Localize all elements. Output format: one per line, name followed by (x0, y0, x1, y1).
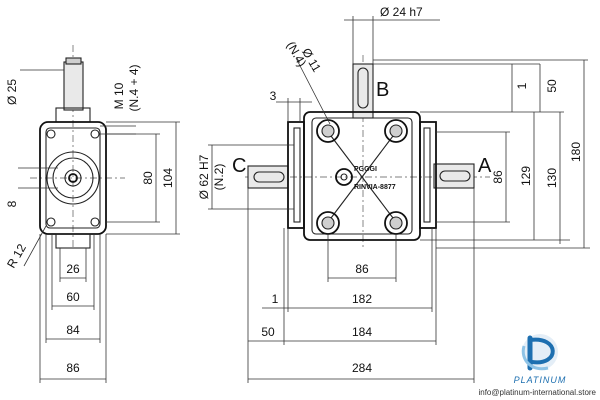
side-view: Ø 25 M 10 (N.4 + 4) 80 104 8 R 12 (4, 45, 180, 383)
nameplate-model: RINVIA-8877 (354, 184, 396, 191)
dim-shaft-dia-24h7: Ø 24 h7 (380, 5, 423, 19)
dim-screw-count: (N.4 + 4) (127, 64, 141, 111)
nameplate: PGGGI RINVIA-8877 (335, 166, 396, 191)
dim-184: 184 (352, 325, 372, 339)
dim-86-left: 86 (66, 361, 80, 375)
dim-26: 26 (66, 262, 80, 276)
dim-86-bottom: 86 (355, 262, 369, 276)
dim-shaft-dia-25: Ø 25 (5, 79, 19, 105)
dim-radius-r12: R 12 (4, 241, 29, 270)
dim-1-top: 1 (515, 82, 529, 89)
dim-screw-m10: M 10 (112, 82, 126, 109)
dim-50-top: 50 (545, 79, 559, 93)
dim-284: 284 (352, 361, 372, 375)
dim-104: 104 (161, 168, 175, 188)
dim-bore-dia-62h7: Ø 62 H7 (197, 154, 211, 199)
dim-60: 60 (66, 290, 80, 304)
mounting-hole-top-left (316, 119, 340, 143)
shaft-a (433, 163, 475, 189)
mounting-hole-bottom-right (384, 211, 408, 235)
shaft-label-b: B (376, 79, 389, 101)
dim-8: 8 (5, 200, 19, 207)
shaft-label-a: A (478, 155, 492, 177)
platinum-logo-icon (521, 334, 558, 371)
platinum-email: info@platinum-international.store (478, 388, 596, 397)
dim-bore-count-n2: (N.2) (212, 164, 226, 191)
shaft-label-c: C (232, 155, 246, 177)
dim-84: 84 (66, 323, 80, 337)
platinum-logo-text: PLATINUM (514, 375, 567, 385)
gearbox-housing (303, 111, 421, 241)
shaft-b (352, 63, 374, 119)
nameplate-brand: PGGGI (354, 166, 377, 173)
mounting-hole-top-right (384, 119, 408, 143)
dim-129: 129 (519, 166, 533, 186)
dim-hole-count-n4: (N.4) (284, 39, 309, 69)
dim-130: 130 (545, 168, 559, 188)
front-view: B C A (197, 5, 590, 383)
dim-80: 80 (141, 171, 155, 185)
dim-3: 3 (270, 89, 277, 103)
dim-1-bottom: 1 (272, 292, 279, 306)
dim-50-bottom: 50 (261, 325, 275, 339)
side-view-shaft (63, 61, 84, 111)
mounting-hole-bottom-left (316, 211, 340, 235)
dim-180: 180 (569, 142, 583, 162)
dim-182: 182 (352, 292, 372, 306)
platinum-watermark: PLATINUM info@platinum-international.sto… (478, 334, 597, 397)
dim-86-right: 86 (491, 170, 505, 184)
